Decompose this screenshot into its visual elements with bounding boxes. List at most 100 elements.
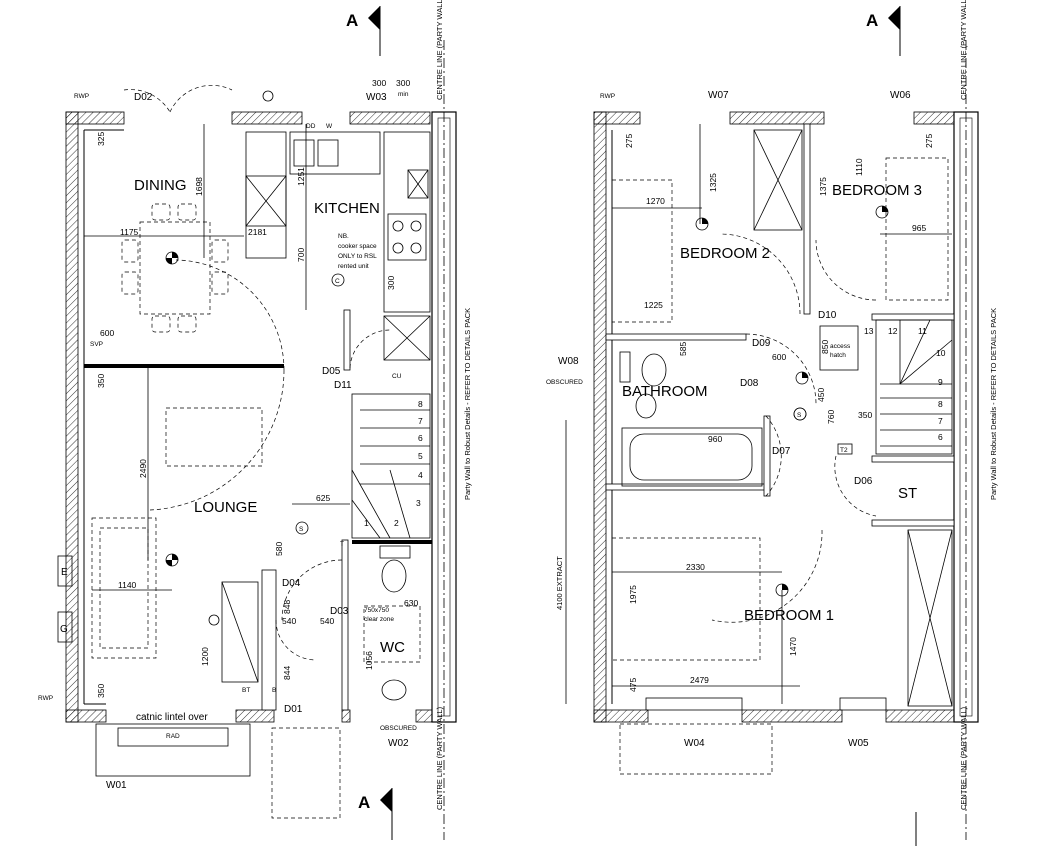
note-line-4: rented unit bbox=[338, 263, 369, 270]
g-label: G bbox=[60, 624, 68, 635]
dim-844: 844 bbox=[282, 666, 292, 680]
door-label-d06: D06 bbox=[854, 476, 873, 487]
bathroom-fittings bbox=[619, 351, 763, 487]
dim-540b: 540 bbox=[320, 616, 334, 626]
s-label: S bbox=[299, 526, 304, 533]
t2-label: T2 bbox=[840, 447, 848, 454]
dim-1470: 1470 bbox=[788, 637, 798, 656]
dim-1975: 1975 bbox=[628, 585, 638, 604]
room-label-dining: DINING bbox=[134, 177, 187, 194]
svp-label: SVP bbox=[90, 341, 103, 348]
dim-1251: 1251 bbox=[296, 167, 306, 186]
t-label: T bbox=[340, 541, 344, 548]
access-hatch-line-2: hatch bbox=[830, 352, 846, 359]
dim-1270: 1270 bbox=[646, 196, 665, 206]
step-6-first: 6 bbox=[938, 432, 943, 442]
wc-fittings bbox=[363, 545, 421, 701]
first-floor-cupboards bbox=[753, 129, 953, 707]
ground-stairs: 8 7 6 5 4 3 2 1 bbox=[351, 393, 431, 539]
rwp-label-bottom: RWP bbox=[38, 695, 53, 702]
section-marker-ground-bottom: A bbox=[358, 788, 393, 840]
first-light-points bbox=[695, 205, 889, 597]
room-label-bedroom-3: BEDROOM 3 bbox=[832, 182, 922, 199]
dining-table bbox=[121, 203, 229, 333]
ground-light-points bbox=[165, 90, 274, 626]
door-label-d10: D10 bbox=[818, 310, 837, 321]
obscured-label: OBSCURED bbox=[380, 725, 417, 732]
first-floor-beds bbox=[611, 157, 949, 661]
centre-line-label-first-top: CENTRE LINE (PARTY WALL) bbox=[959, 0, 968, 100]
note-line-1: NB. bbox=[338, 233, 349, 240]
step-3: 3 bbox=[416, 498, 421, 508]
step-4: 4 bbox=[418, 470, 423, 480]
step-12-first: 12 bbox=[888, 326, 898, 336]
dim-300c: 300 bbox=[386, 276, 396, 290]
dim-2330: 2330 bbox=[686, 562, 705, 572]
dim-1110: 1110 bbox=[854, 158, 864, 176]
lintel-label: catnic lintel over bbox=[136, 712, 208, 723]
room-label-bedroom-1: BEDROOM 1 bbox=[744, 607, 834, 624]
note-line-2: cooker space bbox=[338, 243, 377, 250]
ground-dimensions bbox=[84, 124, 350, 591]
step-8: 8 bbox=[418, 399, 423, 409]
dim-300a: 300 bbox=[372, 78, 386, 88]
first-door-swings bbox=[711, 233, 877, 623]
door-label-d03: D03 bbox=[330, 606, 349, 617]
dim-1056: 1056 bbox=[364, 651, 374, 670]
step-7: 7 bbox=[418, 416, 423, 426]
rwp-label-first: RWP bbox=[600, 93, 615, 100]
dim-450: 450 bbox=[816, 388, 826, 402]
dim-275b: 275 bbox=[924, 134, 934, 148]
dim-350-first: 350 bbox=[858, 410, 872, 420]
clear-zone-label: 750x750 bbox=[364, 607, 389, 614]
room-label-bathroom: BATHROOM bbox=[622, 383, 708, 400]
centre-line-label-ground-bottom: CENTRE LINE (PARTY WALL) bbox=[435, 706, 444, 810]
dim-1225: 1225 bbox=[644, 300, 663, 310]
room-label-wc: WC bbox=[380, 639, 405, 656]
dim-585: 585 bbox=[678, 342, 688, 356]
svg-text:A: A bbox=[358, 793, 370, 812]
dim-580: 580 bbox=[274, 542, 284, 556]
rwp-label-top: RWP bbox=[74, 93, 89, 100]
first-floor-plan: 6 7 8 9 10 11 12 13 bbox=[546, 0, 998, 846]
room-label-st: ST bbox=[898, 485, 917, 502]
ground-floor-plan: 8 7 6 5 4 3 2 1 bbox=[38, 0, 472, 840]
dim-1325: 1325 bbox=[708, 173, 718, 192]
c-label: C bbox=[335, 278, 340, 285]
rad-label: RAD bbox=[166, 733, 180, 740]
first-floor-walls bbox=[593, 40, 979, 840]
door-label-d01: D01 bbox=[284, 704, 303, 715]
step-1: 1 bbox=[364, 518, 369, 528]
window-label-w06: W06 bbox=[890, 90, 911, 101]
room-label-lounge: LOUNGE bbox=[194, 499, 257, 516]
room-label-bedroom-2: BEDROOM 2 bbox=[680, 245, 770, 262]
step-13-first: 13 bbox=[864, 326, 874, 336]
section-marker-first-top: A bbox=[866, 6, 901, 56]
dim-1375: 1375 bbox=[818, 177, 828, 196]
dim-350a: 350 bbox=[96, 374, 106, 388]
cu-label: CU bbox=[392, 373, 402, 380]
ground-floor-walls bbox=[65, 40, 457, 840]
dim-1140: 1140 bbox=[118, 580, 137, 590]
door-label-d05: D05 bbox=[322, 366, 341, 377]
e-label: E bbox=[61, 567, 68, 578]
kitchen-units bbox=[245, 131, 431, 361]
access-hatch-line-1: access bbox=[830, 343, 851, 350]
ground-door-swings bbox=[123, 84, 391, 661]
first-front-bays bbox=[619, 697, 887, 775]
dim-625: 625 bbox=[316, 493, 330, 503]
door-label-d11: D11 bbox=[334, 380, 352, 391]
dim-2181: 2181 bbox=[248, 227, 267, 237]
door-label-d07: D07 bbox=[772, 446, 791, 457]
step-5: 5 bbox=[418, 451, 423, 461]
section-marker-ground-top: A bbox=[346, 6, 381, 56]
dim-848: 848 bbox=[282, 600, 292, 614]
step-9-first: 9 bbox=[938, 377, 943, 387]
dim-300b: 300 bbox=[396, 78, 410, 88]
dim-760: 760 bbox=[826, 410, 836, 424]
dim-600: 600 bbox=[100, 328, 114, 338]
lounge-furniture bbox=[91, 407, 263, 683]
clear-zone-label-2: clear zone bbox=[364, 616, 394, 623]
dim-630: 630 bbox=[404, 598, 418, 608]
front-bay bbox=[95, 723, 341, 819]
